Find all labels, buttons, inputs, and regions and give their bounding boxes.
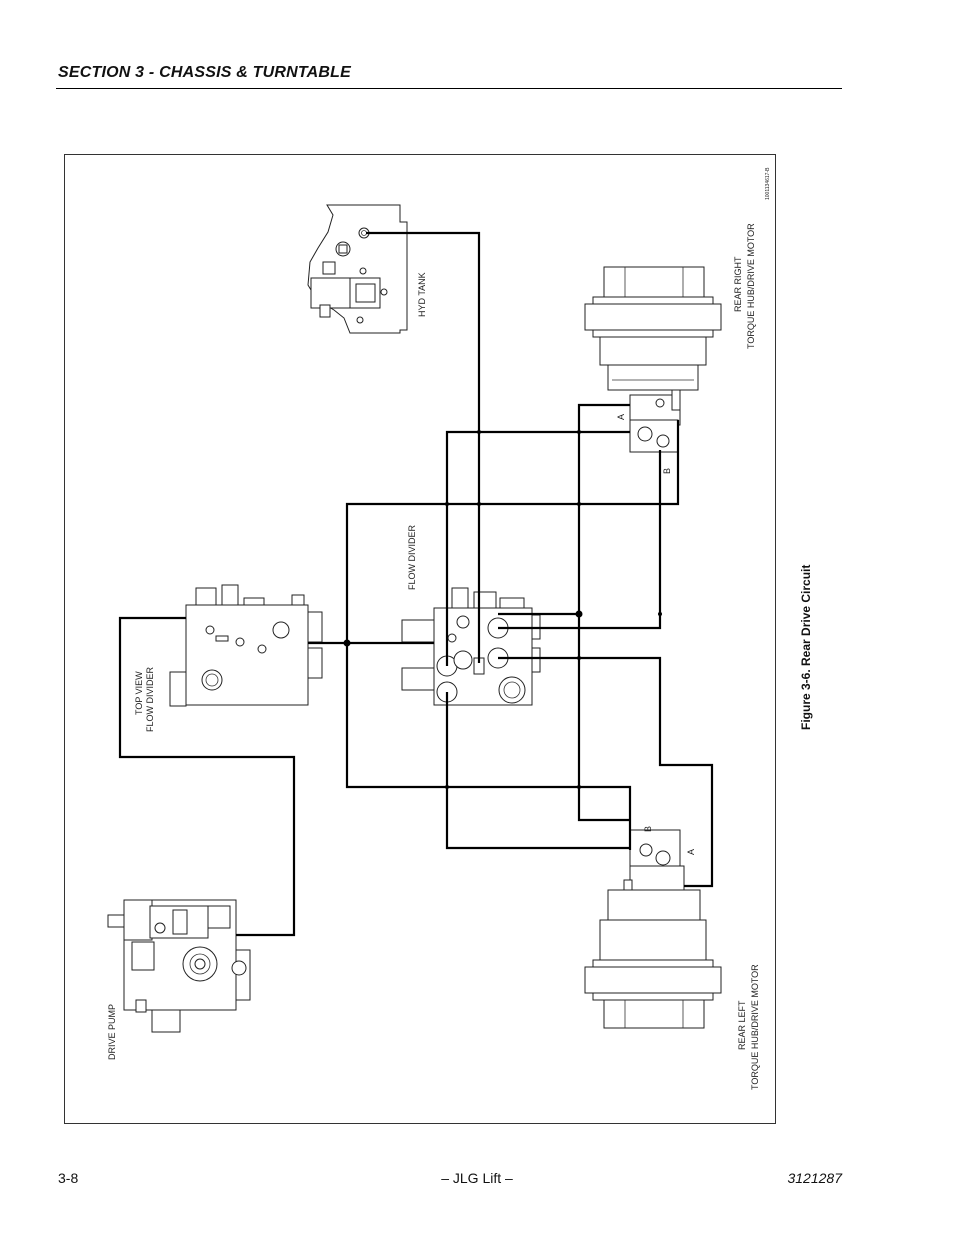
rear-right-torque-hub	[584, 266, 722, 453]
document-number: 3121287	[787, 1170, 842, 1186]
rear-right-label-line1: REAR RIGHT	[733, 256, 743, 312]
hyd-tank	[307, 204, 408, 334]
figure-caption: Figure 3-6. Rear Drive Circuit	[799, 565, 813, 730]
left-motor-port-a: A	[686, 849, 696, 855]
top-view-flow-divider	[169, 584, 323, 707]
flow-divider-label: FLOW DIVIDER	[407, 524, 417, 590]
drive-pump	[107, 899, 251, 1033]
top-view-label-line1: TOP VIEW	[134, 671, 144, 715]
hydraulic-lines	[118, 231, 714, 937]
header-rule	[56, 88, 842, 89]
flow-divider	[401, 587, 541, 706]
figure-frame	[64, 154, 776, 1124]
rear-left-torque-hub	[584, 829, 722, 1029]
page-number: 3-8	[58, 1170, 79, 1186]
line-junctions	[343, 430, 662, 789]
rear-left-label-line2: TORQUE HUB/DRIVE MOTOR	[750, 964, 760, 1090]
hyd-tank-label: HYD TANK	[417, 272, 427, 317]
drawing-number: 1001134617-B	[765, 167, 771, 200]
drive-pump-label: DRIVE PUMP	[107, 1004, 117, 1060]
right-motor-port-a: A	[616, 414, 626, 420]
rear-left-label-line1: REAR LEFT	[737, 1000, 747, 1050]
right-motor-port-b: B	[662, 468, 672, 474]
section-title: SECTION 3 - CHASSIS & TURNTABLE	[58, 64, 352, 81]
left-motor-port-b: B	[643, 826, 653, 832]
rear-right-label-line2: TORQUE HUB/DRIVE MOTOR	[746, 223, 756, 349]
footer-publisher: – JLG Lift –	[441, 1170, 513, 1186]
top-view-label-line2: FLOW DIVIDER	[145, 666, 155, 732]
